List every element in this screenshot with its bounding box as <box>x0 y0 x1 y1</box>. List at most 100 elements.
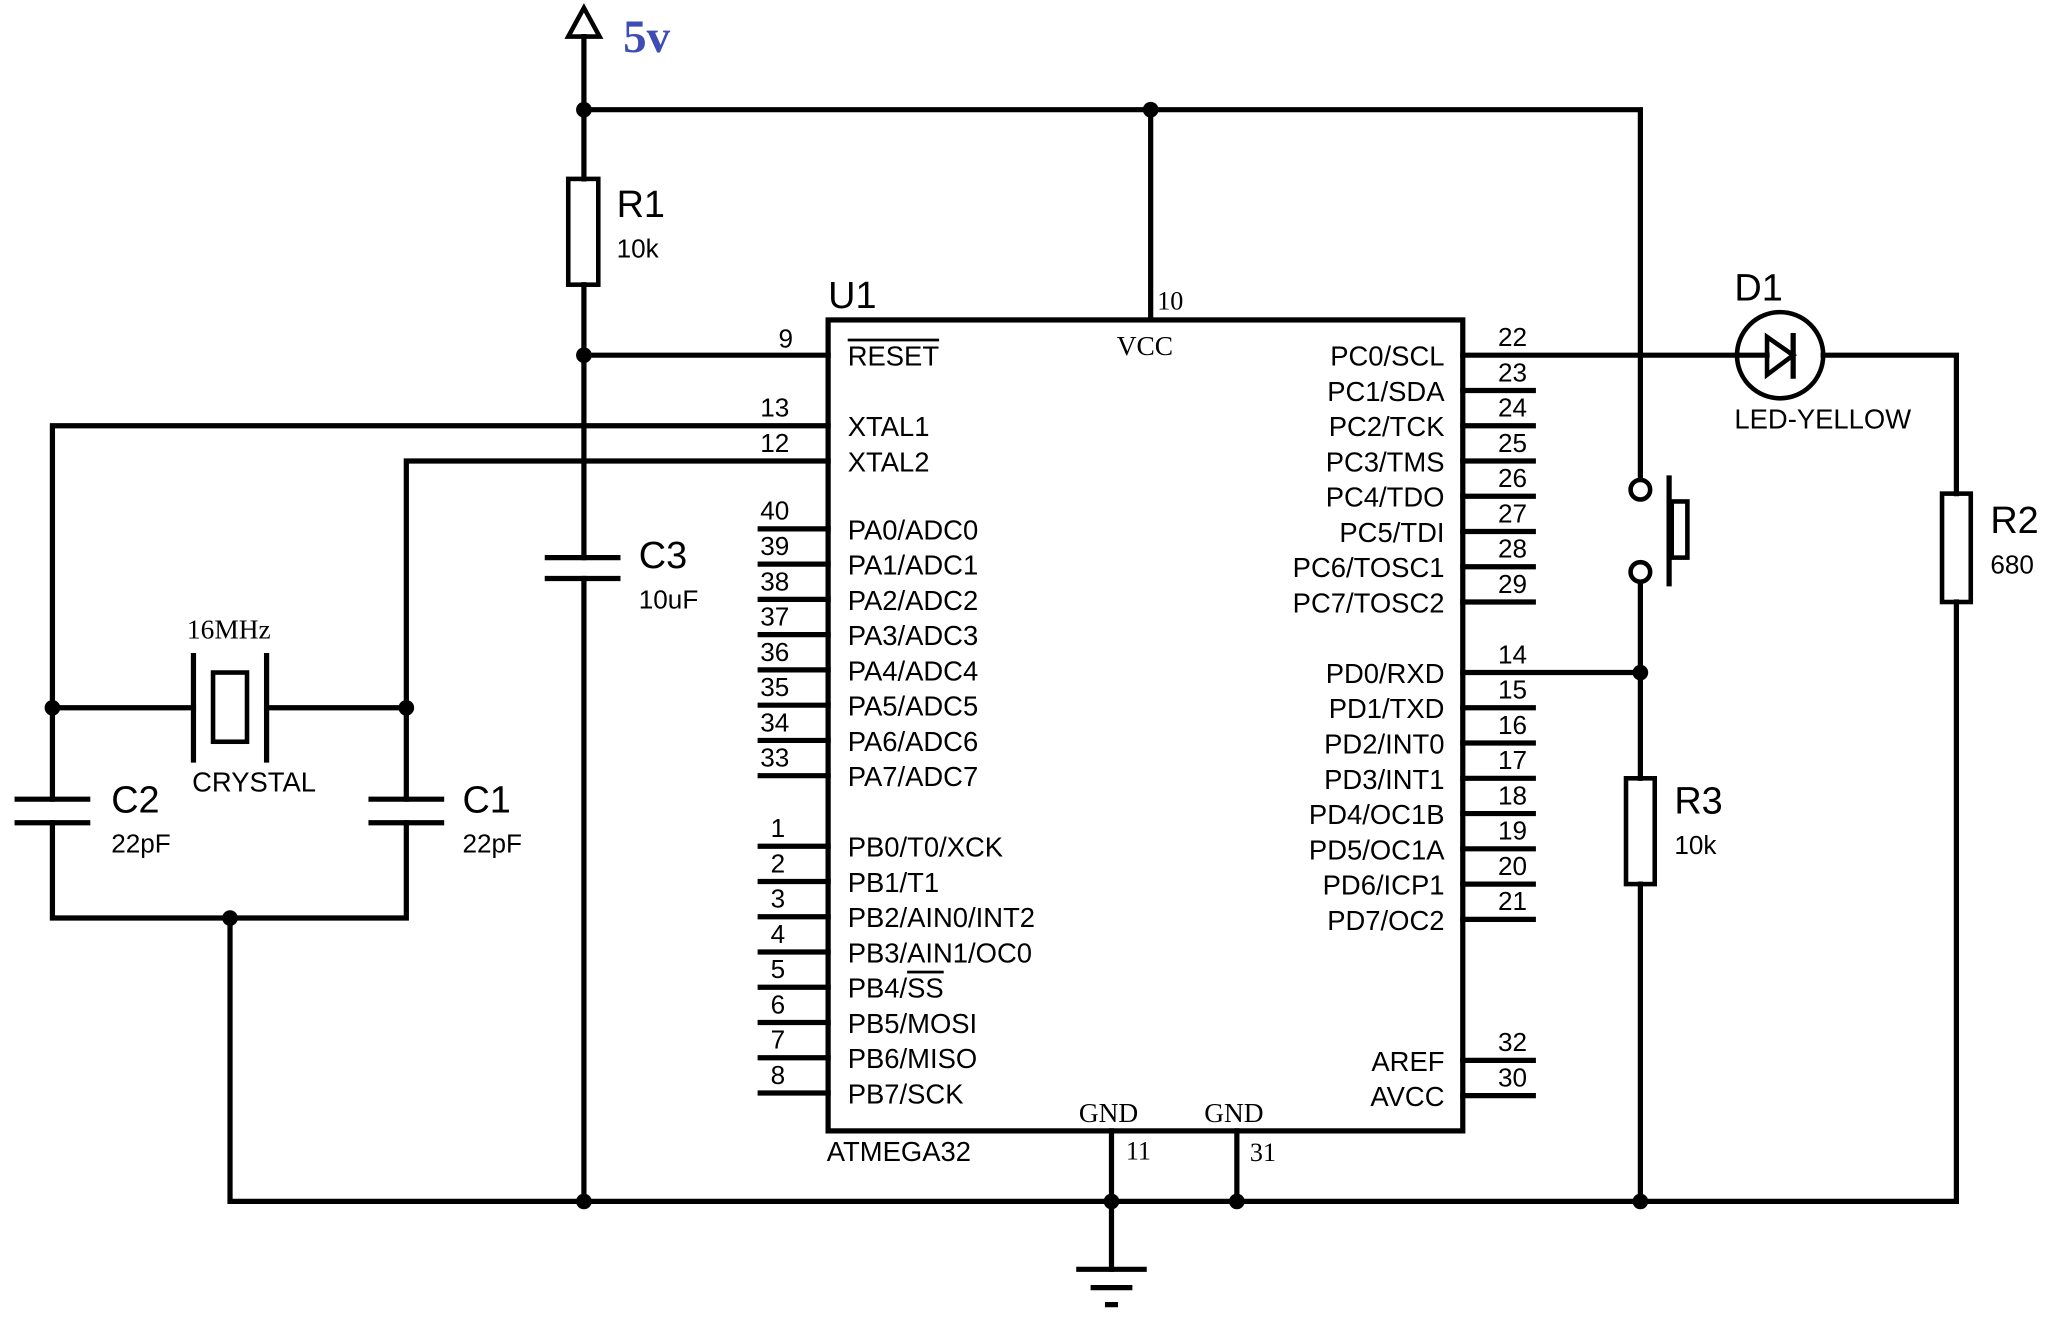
pin-number: 22 <box>1498 322 1527 352</box>
pin-label: PD0/RXD <box>1326 658 1445 689</box>
pin-label: PB7/SCK <box>848 1078 964 1109</box>
gnd2-label: GND <box>1204 1098 1263 1128</box>
pin-label: PB5/MOSI <box>848 1008 977 1039</box>
pin-number: 40 <box>760 496 789 526</box>
pin-number: 35 <box>760 672 789 702</box>
gnd1-label: GND <box>1079 1098 1138 1128</box>
pin-label: PC3/TMS <box>1326 446 1445 477</box>
c2-ref: C2 <box>111 779 159 821</box>
resistor-r2 <box>1939 491 1974 605</box>
pin-number: 33 <box>760 743 789 773</box>
pin-number: 30 <box>1498 1062 1527 1092</box>
pin-label: PA1/ADC1 <box>848 550 979 581</box>
crystal-icon <box>190 652 270 763</box>
pin-label: PB4/SS <box>848 973 944 1004</box>
pin-number: 16 <box>1498 710 1527 740</box>
r1-ref: R1 <box>617 184 665 226</box>
pin-number: 24 <box>1498 393 1527 423</box>
crystal-label: CRYSTAL <box>192 766 316 797</box>
d1-ref: D1 <box>1734 267 1782 309</box>
capacitor-c2 <box>14 796 91 826</box>
vcc-pin: 10 <box>1157 286 1183 315</box>
pin-label: PA4/ADC4 <box>848 655 979 686</box>
pin-label: PA5/ADC5 <box>848 691 979 722</box>
capacitor-c1 <box>368 796 445 826</box>
ground-icon <box>1076 1266 1147 1308</box>
pin-label: PC4/TDO <box>1326 482 1445 513</box>
reset-pin: 9 <box>778 323 793 353</box>
pin-label: XTAL2 <box>848 446 930 477</box>
pin-label: PC6/TOSC1 <box>1293 552 1445 583</box>
c1-ref: C1 <box>462 779 510 821</box>
pin-number: 32 <box>1498 1027 1527 1057</box>
pin-label: AREF <box>1371 1046 1444 1077</box>
pin-number: 18 <box>1498 780 1527 810</box>
pin-number: 36 <box>760 637 789 667</box>
pin-label: PC7/TOSC2 <box>1293 587 1445 618</box>
r1-value: 10k <box>617 233 660 263</box>
pin-label: PD5/OC1A <box>1309 834 1445 865</box>
c3-ref: C3 <box>639 535 687 577</box>
pin-number: 14 <box>1498 639 1527 669</box>
c2-value: 22pF <box>111 829 171 859</box>
pin-label: PA0/ADC0 <box>848 514 979 545</box>
pin-label: PD3/INT1 <box>1324 764 1444 795</box>
pushbutton-icon <box>1628 475 1690 587</box>
pin-number: 6 <box>771 989 786 1019</box>
pin-number: 26 <box>1498 463 1527 493</box>
d1-value: LED-YELLOW <box>1734 403 1911 434</box>
reset-label: RESET <box>848 341 940 372</box>
u1-body <box>825 317 1466 1134</box>
pin-label: PA6/ADC6 <box>848 726 979 757</box>
u1-ref: U1 <box>828 275 876 317</box>
gnd2-pin: 31 <box>1250 1138 1276 1167</box>
pin-number: 7 <box>771 1025 786 1055</box>
resistor-r1 <box>565 176 601 287</box>
r3-ref: R3 <box>1674 781 1722 823</box>
crystal-freq: 16MHz <box>187 615 271 645</box>
pin-number: 8 <box>771 1060 786 1090</box>
pin-number: 23 <box>1498 357 1527 387</box>
pin-number: 37 <box>760 602 789 632</box>
pin-label: PD6/ICP1 <box>1323 870 1445 901</box>
pin-number: 2 <box>771 848 786 878</box>
r3-value: 10k <box>1674 830 1717 860</box>
pin-number: 20 <box>1498 851 1527 881</box>
pin-number: 28 <box>1498 534 1527 564</box>
pin-label: PB0/T0/XCK <box>848 832 1003 863</box>
capacitor-c3 <box>544 555 621 582</box>
u1-pins: 13XTAL112XTAL240PA0/ADC039PA1/ADC138PA2/… <box>757 322 1536 1112</box>
pin-number: 27 <box>1498 498 1527 528</box>
pin-label: PC1/SDA <box>1327 376 1445 407</box>
c3-value: 10uF <box>639 585 699 615</box>
pin-number: 39 <box>760 531 789 561</box>
pin-label: PD2/INT0 <box>1324 728 1444 759</box>
pin-label: XTAL1 <box>848 411 930 442</box>
pin-number: 38 <box>760 566 789 596</box>
pin-number: 5 <box>771 954 786 984</box>
pin-label: PC0/SCL <box>1330 341 1444 372</box>
pin-number: 12 <box>760 428 789 458</box>
pin-label: PB1/T1 <box>848 867 939 898</box>
pin-label: PA3/ADC3 <box>848 620 979 651</box>
pin-number: 29 <box>1498 569 1527 599</box>
pin-label: PC2/TCK <box>1329 411 1445 442</box>
pin-number: 34 <box>760 707 789 737</box>
pin-label: PD1/TXD <box>1329 693 1445 724</box>
r2-value: 680 <box>1990 549 2034 579</box>
pin-label: PA7/ADC7 <box>848 761 979 792</box>
vcc-label: VCC <box>1117 331 1173 361</box>
pin-number: 3 <box>771 884 786 914</box>
pin-number: 21 <box>1498 886 1527 916</box>
power-label: 5v <box>623 11 671 63</box>
pin-label: PD4/OC1B <box>1309 799 1445 830</box>
pin-number: 4 <box>771 919 786 949</box>
u1-part: ATMEGA32 <box>827 1136 971 1167</box>
pin-label: PB2/AIN0/INT2 <box>848 902 1035 933</box>
gnd1-pin: 11 <box>1126 1137 1151 1166</box>
power-arrow-icon <box>564 3 604 113</box>
pin-label: PC5/TDI <box>1339 517 1444 548</box>
pin-number: 19 <box>1498 816 1527 846</box>
wires <box>49 107 1960 1272</box>
